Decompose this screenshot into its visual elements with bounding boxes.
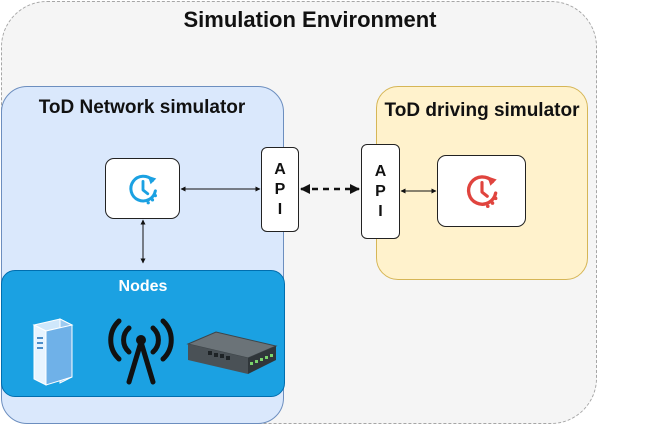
api-letter: I <box>378 202 383 220</box>
api-letter: P <box>375 182 386 200</box>
driving-simulator-title: ToD driving simulator <box>384 100 580 121</box>
network-switch-icon <box>186 331 278 374</box>
network-simulator-api: A P I <box>261 147 299 232</box>
network-simulator-title: ToD Network simulator <box>38 97 246 118</box>
api-letter: A <box>274 160 286 178</box>
clock-refresh-icon <box>466 175 497 209</box>
clock-refresh-icon <box>128 174 157 204</box>
network-simulator-component <box>105 158 180 219</box>
antenna-icon <box>108 318 174 385</box>
driving-simulator-component <box>437 155 526 227</box>
nodes-title: Nodes <box>118 278 168 295</box>
api-letter: P <box>274 180 286 198</box>
api-letter: A <box>374 162 387 180</box>
driving-simulator-api: A P I <box>361 144 400 239</box>
api-letter: I <box>277 200 283 218</box>
simulation-environment-title: Simulation Environment <box>183 7 437 32</box>
server-icon <box>32 318 74 386</box>
